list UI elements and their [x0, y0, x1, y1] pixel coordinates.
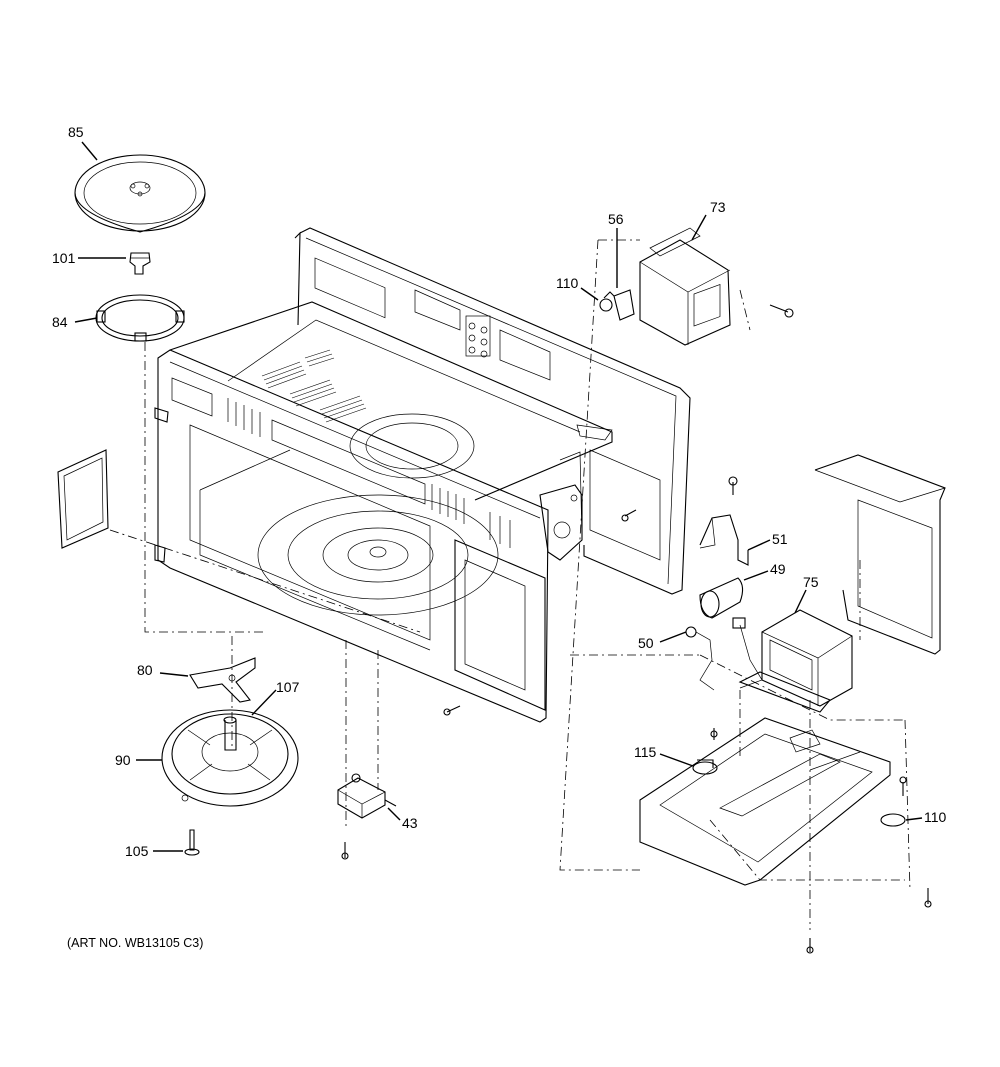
transformer-part — [738, 609, 853, 713]
magnetron-part — [639, 227, 794, 346]
thermostat-110-bottom — [880, 776, 907, 827]
alignment-lines — [109, 239, 911, 930]
stirrer-blade-part — [189, 657, 256, 703]
callout-73: 73 — [710, 199, 726, 215]
callout-105: 105 — [125, 843, 149, 859]
side-panel-part — [814, 454, 946, 655]
thermostat-110-top — [599, 291, 615, 312]
callout-56: 56 — [608, 211, 624, 227]
art-number: (ART NO. WB13105 C3) — [67, 936, 203, 950]
cavity-assembly — [154, 227, 691, 723]
callout-110-top: 110 — [556, 275, 579, 291]
callout-110-bottom: 110 — [924, 809, 947, 825]
fuse-holder-56 — [613, 289, 635, 321]
capacitor-part — [699, 577, 744, 619]
diode-part — [685, 617, 763, 691]
callout-85: 85 — [68, 124, 84, 140]
callout-80: 80 — [137, 662, 153, 678]
callout-90: 90 — [115, 752, 131, 768]
turntable-glass-part — [74, 154, 206, 233]
callout-labels: 85 101 84 56 73 110 51 49 75 50 80 107 9… — [52, 124, 947, 950]
base-plate-part — [639, 717, 891, 886]
callout-107: 107 — [276, 679, 300, 695]
turntable-motor-part — [337, 773, 397, 819]
callout-51: 51 — [772, 531, 788, 547]
roller-ring-part — [95, 294, 185, 342]
screw-105-part — [184, 829, 200, 856]
callout-50: 50 — [638, 635, 654, 651]
callout-84: 84 — [52, 314, 68, 330]
capacitor-bracket-part — [699, 476, 749, 566]
coupler-part — [129, 252, 151, 275]
waveguide-cover-part — [57, 449, 109, 549]
fan-base-part — [161, 709, 299, 807]
screws-bottom — [341, 509, 932, 954]
callout-115: 115 — [634, 744, 657, 760]
callout-43: 43 — [402, 815, 418, 831]
leader-lines — [74, 141, 923, 852]
thermostat-115 — [692, 728, 718, 775]
callout-101: 101 — [52, 250, 76, 266]
callout-49: 49 — [770, 561, 786, 577]
callout-75: 75 — [803, 574, 819, 590]
